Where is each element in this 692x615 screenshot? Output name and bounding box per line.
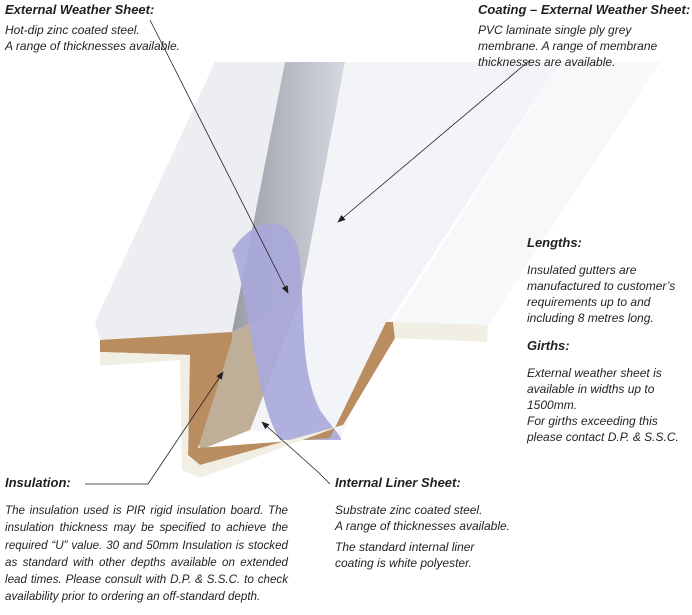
coating-title: Coating – External Weather Sheet: xyxy=(478,2,691,17)
lengths-text: Insulated gutters are manufactured to cu… xyxy=(527,262,675,326)
leader-coating xyxy=(337,59,531,223)
text-line: The standard internal liner xyxy=(335,540,475,554)
text-line: available in widths up to xyxy=(527,382,655,396)
text-line: membrane. A range of membrane xyxy=(478,39,658,53)
text-line: PVC laminate single ply grey xyxy=(478,23,632,37)
text-line: coating is white polyester. xyxy=(335,556,472,570)
external-weather-sheet-text: Hot-dip zinc coated steel. A range of th… xyxy=(5,22,180,54)
text-line: For girths exceeding this xyxy=(527,414,658,428)
girths-title: Girths: xyxy=(527,338,570,353)
left-flange xyxy=(95,62,285,340)
external-weather-sheet-title: External Weather Sheet: xyxy=(5,2,155,17)
text-line: A range of thicknesses available. xyxy=(5,39,180,53)
text-line: Insulated gutters are xyxy=(527,263,637,277)
internal-liner-coating-text: The standard internal liner coating is w… xyxy=(335,539,474,571)
text-line: requirements up to and xyxy=(527,295,651,309)
text-line: A range of thicknesses available. xyxy=(335,519,510,533)
right-flange-edge xyxy=(395,322,488,342)
text-line: External weather sheet is xyxy=(527,366,662,380)
girths-text: External weather sheet is available in w… xyxy=(527,365,679,445)
coating-text: PVC laminate single ply grey membrane. A… xyxy=(478,22,657,70)
text-line: please contact D.P. & S.S.C. xyxy=(527,430,679,444)
leader-external-weather-sheet xyxy=(149,19,289,294)
text-line: including 8 metres long. xyxy=(527,311,654,325)
text-line: Hot-dip zinc coated steel. xyxy=(5,23,140,37)
text-line: Substrate zinc coated steel. xyxy=(335,503,483,517)
membrane-peel xyxy=(232,222,341,440)
internal-liner-title: Internal Liner Sheet: xyxy=(335,475,461,490)
leader-insulation xyxy=(85,371,224,485)
text-line: thicknesses are available. xyxy=(478,55,616,69)
right-flange xyxy=(393,62,660,325)
right-wall xyxy=(250,62,560,440)
internal-liner-text: Substrate zinc coated steel. A range of … xyxy=(335,502,510,534)
text-line: 1500mm. xyxy=(527,398,578,412)
insulation-text: The insulation used is PIR rigid insulat… xyxy=(5,504,288,604)
text-line: manufactured to customer’s xyxy=(527,279,676,293)
insulation-title: Insulation: xyxy=(5,475,71,490)
leader-internal-liner xyxy=(261,421,331,485)
lengths-title: Lengths: xyxy=(527,235,582,250)
